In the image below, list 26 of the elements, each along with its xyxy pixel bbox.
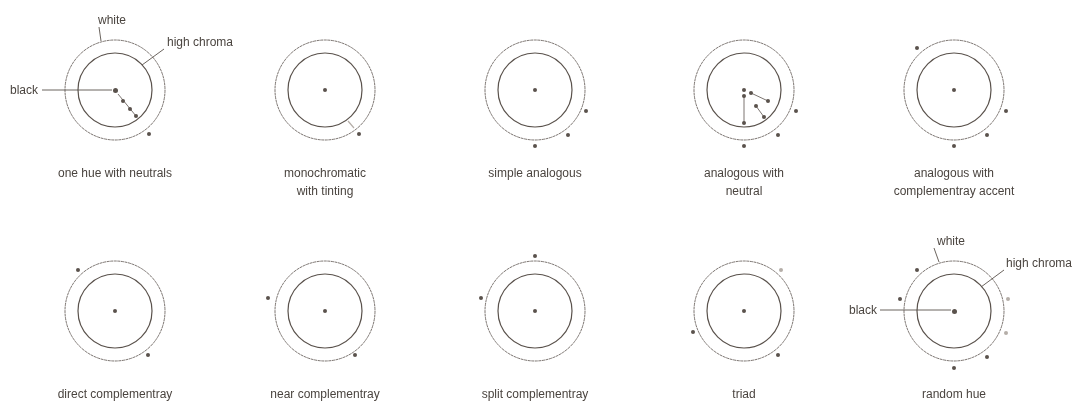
leader-label: black	[10, 83, 38, 97]
leader-line	[933, 247, 940, 263]
leader-label: white	[98, 13, 126, 27]
center-dot	[951, 308, 957, 314]
scheme-name: split complementray	[480, 386, 590, 402]
leader-label: high chroma	[1006, 256, 1073, 270]
leader-line	[141, 48, 165, 66]
scheme-name: random hue	[920, 386, 987, 402]
inner-ring	[916, 273, 992, 349]
leader-line	[879, 309, 952, 311]
leader-label: black	[849, 303, 877, 317]
leader-line	[41, 89, 113, 91]
scheme-name: near complementray	[269, 386, 381, 402]
scheme-name: simple analogous	[487, 165, 583, 182]
leader-label: white	[937, 234, 965, 248]
leader-line	[980, 269, 1005, 288]
leader-label: high chroma	[167, 35, 234, 49]
scheme-name: direct complementray	[56, 386, 174, 402]
center-dot	[112, 87, 118, 93]
inner-ring	[77, 52, 153, 128]
scheme-name: analogous with neutral	[702, 165, 786, 200]
leader-line	[98, 26, 102, 42]
scheme-name: analogous with complementray accent	[892, 165, 1016, 200]
scheme-name: one hue with neutrals	[56, 165, 174, 182]
scheme-name: monochromatic with tinting	[283, 165, 367, 200]
scheme-name: triad	[731, 386, 757, 402]
